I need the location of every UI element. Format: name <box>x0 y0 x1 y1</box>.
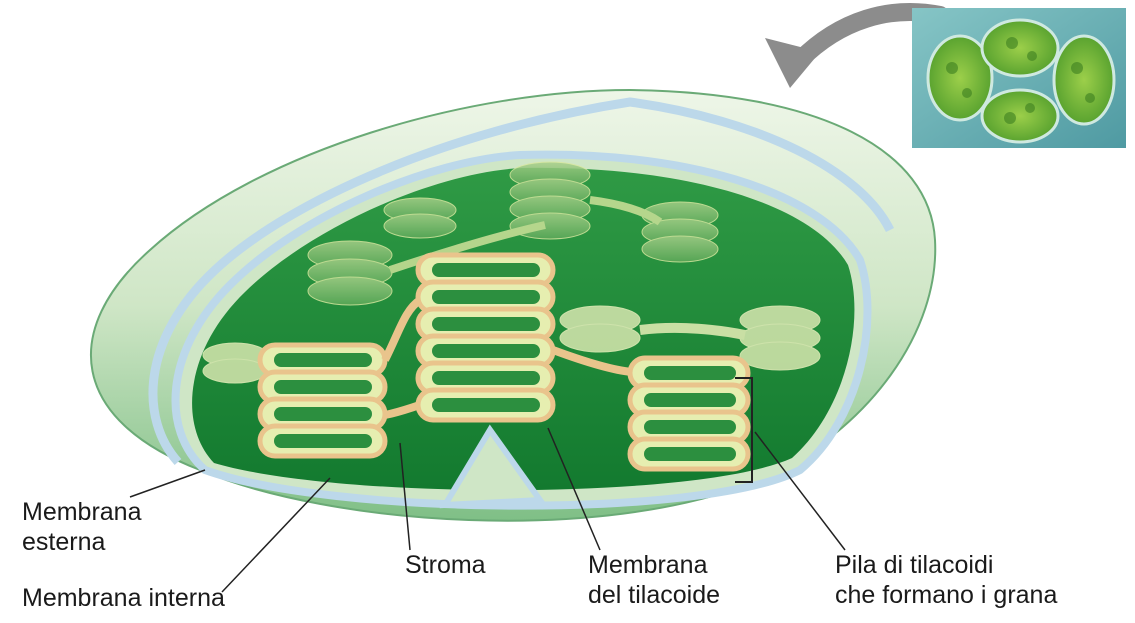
label-outer-membrane-line1: Membrana <box>22 497 142 527</box>
label-stroma: Stroma <box>405 550 486 580</box>
label-granum-stack: Pila di tilacoidi che formano i grana <box>835 550 1057 610</box>
label-thylakoid-membrane-line1: Membrana <box>588 550 720 580</box>
micrograph-image <box>912 8 1126 148</box>
label-thylakoid-membrane: Membrana del tilacoide <box>588 550 720 610</box>
micrograph-inset <box>912 8 1126 148</box>
granum-right <box>630 358 748 469</box>
granum-center <box>418 255 553 420</box>
label-granum-stack-line2: che formano i grana <box>835 580 1057 610</box>
label-thylakoid-membrane-line2: del tilacoide <box>588 580 720 610</box>
label-granum-stack-line1: Pila di tilacoidi <box>835 550 1057 580</box>
label-inner-membrane: Membrana interna <box>22 583 225 613</box>
granum-left <box>260 345 385 456</box>
label-outer-membrane-line2: esterna <box>22 527 142 557</box>
label-outer-membrane: Membrana esterna <box>22 497 142 557</box>
